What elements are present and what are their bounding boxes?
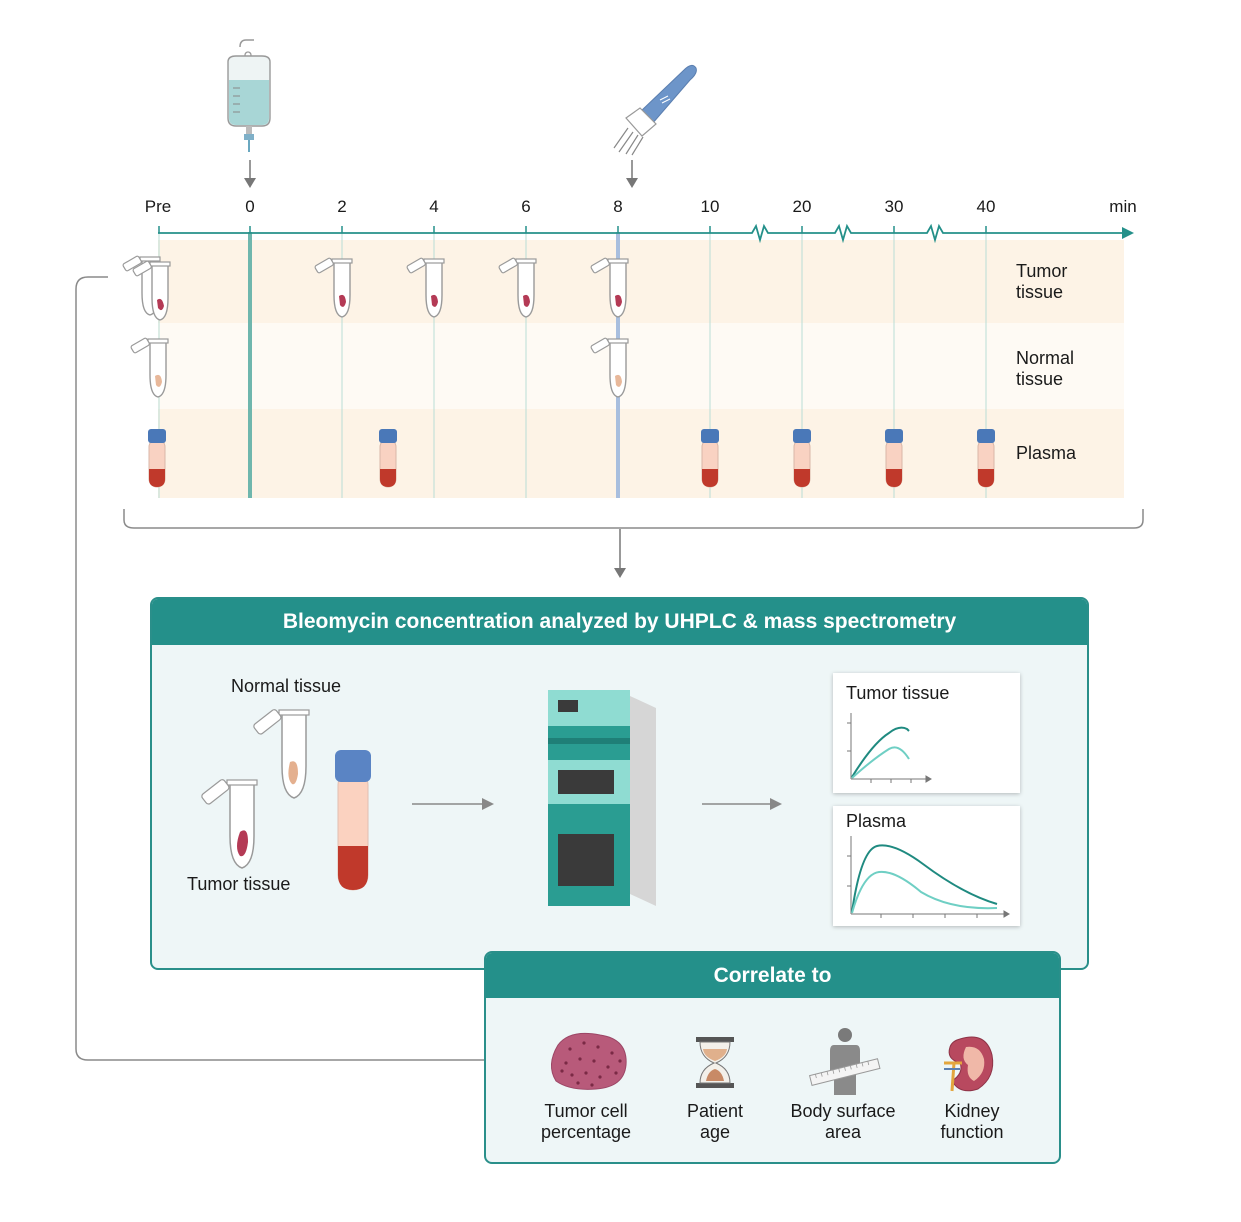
tumor-chart-title: Tumor tissue bbox=[846, 683, 950, 703]
electroporation-probe-icon bbox=[613, 64, 697, 156]
kidney-icon bbox=[944, 1036, 994, 1092]
tick-label-40: 40 bbox=[976, 197, 996, 216]
correlate-item-tumor-cell-line2: percentage bbox=[540, 1122, 632, 1142]
row-label-tumor: Tumor tissue bbox=[1016, 261, 1067, 303]
tick-label-4: 4 bbox=[429, 197, 439, 216]
tick-label-20: 20 bbox=[792, 197, 812, 216]
tick-label-pre: Pre bbox=[144, 197, 172, 216]
tick-label-2: 2 bbox=[337, 197, 347, 216]
row-label-normal-line1: Normal bbox=[1016, 348, 1075, 368]
correlate-item-body-surface: Body surface area bbox=[790, 1101, 895, 1143]
row-label-normal: Normal tissue bbox=[1016, 348, 1074, 390]
sample-tubes-illustration bbox=[201, 709, 371, 891]
marker-arrows bbox=[244, 160, 638, 188]
person-ruler-icon bbox=[808, 1028, 881, 1095]
correlate-item-patient-age-line2: age bbox=[699, 1122, 731, 1142]
analysis-panel-header: Bleomycin concentration analyzed by UHPL… bbox=[152, 599, 1087, 645]
correlate-panel-header: Correlate to bbox=[486, 953, 1059, 998]
plasma-chart-card: Plasma bbox=[833, 806, 1020, 926]
correlate-item-kidney: Kidney function bbox=[940, 1101, 1003, 1143]
tumor-tissue-icon bbox=[551, 1032, 627, 1090]
correlate-item-patient-age-line1: Patient bbox=[686, 1101, 744, 1121]
plasma-chart-title: Plasma bbox=[846, 811, 907, 831]
hourglass-icon bbox=[696, 1037, 734, 1088]
normal-sample-tubes bbox=[129, 336, 629, 398]
correlate-item-body-surface-line1: Body surface bbox=[790, 1101, 896, 1121]
normal-tissue-label: Normal tissue bbox=[231, 676, 342, 696]
timeline-rows bbox=[158, 240, 1124, 498]
row-label-tumor-line1: Tumor bbox=[1016, 261, 1068, 281]
timeline-bracket bbox=[123, 509, 1144, 529]
plasma-concentration-chart bbox=[847, 836, 1010, 918]
tumor-tissue-label: Tumor tissue bbox=[187, 874, 291, 894]
tumor-concentration-chart bbox=[847, 713, 932, 783]
row-label-normal-line2: tissue bbox=[1016, 369, 1064, 389]
tumor-row-bg bbox=[158, 240, 1124, 323]
tumor-series-high bbox=[851, 726, 910, 778]
row-label-plasma: Plasma bbox=[1016, 443, 1076, 464]
tick-label-8: 8 bbox=[613, 197, 623, 216]
tumor-tissue-tube-icon bbox=[201, 779, 258, 869]
correlate-icons bbox=[551, 1028, 994, 1095]
tumor-tissue-chart-card: Tumor tissue bbox=[833, 673, 1020, 793]
correlate-item-body-surface-line2: area bbox=[824, 1122, 862, 1142]
normal-tissue-tube-icon bbox=[253, 709, 310, 799]
plasma-series-low bbox=[851, 870, 998, 914]
tumor-series-low bbox=[851, 746, 910, 779]
axis-unit-label: min bbox=[1109, 197, 1137, 216]
correlate-item-tumor-cell: Tumor cell percentage bbox=[541, 1101, 631, 1143]
infusion-time-line bbox=[248, 232, 252, 498]
tick-label-0: 0 bbox=[245, 197, 255, 216]
uhplc-ms-instrument-icon bbox=[548, 690, 656, 906]
correlate-item-tumor-cell-line1: Tumor cell bbox=[544, 1101, 628, 1121]
tick-label-6: 6 bbox=[521, 197, 531, 216]
plasma-series-high bbox=[851, 844, 998, 913]
time-axis bbox=[158, 223, 1134, 244]
tick-label-30: 30 bbox=[884, 197, 904, 216]
process-arrows bbox=[412, 798, 782, 810]
correlate-item-patient-age: Patient age bbox=[687, 1101, 743, 1143]
normal-row-bg bbox=[158, 323, 1124, 409]
row-label-plasma-line1: Plasma bbox=[1016, 443, 1077, 463]
iv-bag-icon bbox=[227, 39, 271, 152]
correlate-item-kidney-line2: function bbox=[940, 1122, 1004, 1142]
tick-label-10: 10 bbox=[700, 197, 720, 216]
tumor-sample-tubes bbox=[121, 254, 629, 321]
plasma-row-bg bbox=[158, 409, 1124, 498]
row-label-tumor-line2: tissue bbox=[1016, 282, 1064, 302]
correlate-item-kidney-line1: Kidney bbox=[944, 1101, 1000, 1121]
down-arrow-to-analysis bbox=[614, 529, 626, 578]
plasma-tube-icon bbox=[335, 750, 371, 891]
